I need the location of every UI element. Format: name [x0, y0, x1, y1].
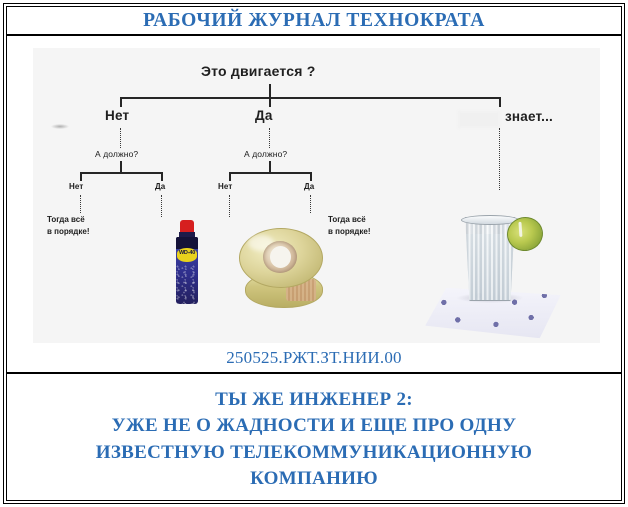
wd40-logo-text: WD-40: [178, 250, 196, 256]
wd40-logo-oval: WD-40: [177, 248, 197, 262]
left-sub-label-yes: Да: [155, 182, 166, 191]
connector-left-q2-stem: [120, 161, 122, 173]
connector-drop-right: [499, 97, 501, 107]
flowchart-root-question: Это двигается ?: [201, 63, 316, 79]
connector-middle-sub-drop-a: [229, 172, 231, 181]
document-code-band: 250525.РЖТ.ЗТ.НИИ.00: [7, 344, 621, 372]
connector-left-leaf-text: [80, 195, 81, 213]
middle-sub-label-yes: Да: [304, 182, 315, 191]
left-outcome-text: Тогда всё в порядке!: [47, 215, 90, 236]
document-code: 250525.РЖТ.ЗТ.НИИ.00: [226, 348, 402, 367]
left-subquestion: А должно?: [95, 149, 139, 159]
subtitle-line-2: УЖЕ НЕ О ЖАДНОСТИ И ЕЩЕ ПРО ОДНУ: [111, 415, 517, 437]
connector-left-to-q2: [120, 128, 121, 148]
wd40-top-band: [176, 237, 198, 249]
branch-left-label: Нет: [105, 108, 130, 123]
subtitle-line-4: КОМПАНИЮ: [250, 467, 378, 489]
inner-frame-border: [6, 6, 622, 501]
connector-middle-leaf-text: [310, 195, 311, 213]
wd40-shadow: [51, 124, 69, 129]
packing-tape-icon: [239, 228, 329, 310]
middle-outcome-text: Тогда всё в порядке!: [328, 215, 371, 236]
header-band: РАБОЧИЙ ЖУРНАЛ ТЕХНОКРАТА: [7, 7, 621, 34]
left-sub-label-no: Нет: [69, 182, 84, 191]
outer-frame-border: [3, 3, 625, 504]
wd40-cap: [180, 220, 194, 233]
branch-right-label: знает...: [505, 109, 553, 124]
connector-root-stem: [269, 84, 271, 98]
connector-left-sub-drop-a: [80, 172, 82, 181]
vodka-glass-scene: [423, 203, 563, 343]
connector-drop-left: [120, 97, 122, 107]
connector-middle-sub-drop-b: [310, 172, 312, 181]
wd40-neck: [179, 232, 195, 238]
connector-right-to-object: [499, 128, 500, 190]
connector-left-sub-drop-b: [161, 172, 163, 181]
connector-middle-leaf-object: [229, 195, 230, 217]
redacted-word-block: [458, 111, 500, 128]
branch-middle-label: Да: [255, 108, 273, 123]
connector-middle-subbar: [229, 172, 311, 174]
middle-subquestion: А должно?: [244, 149, 288, 159]
subtitle-band: ТЫ ЖЕ ИНЖЕНЕР 2: УЖЕ НЕ О ЖАДНОСТИ И ЕЩЕ…: [7, 374, 621, 501]
wd40-can-icon: WD-40: [174, 220, 200, 304]
subtitle-line-1: ТЫ ЖЕ ИНЖЕНЕР 2:: [215, 389, 413, 411]
wd40-texture: [176, 265, 198, 304]
middle-sub-label-no: Нет: [218, 182, 233, 191]
connector-top-bar: [120, 97, 500, 99]
page-title: РАБОЧИЙ ЖУРНАЛ ТЕХНОКРАТА: [143, 9, 485, 31]
connector-middle-q2-stem: [269, 161, 271, 173]
divider-under-code: [7, 372, 621, 374]
pickle-slit: [518, 221, 523, 237]
wd40-body: WD-40: [176, 237, 198, 304]
connector-left-subbar: [80, 172, 162, 174]
subtitle-line-3: ИЗВЕСТНУЮ ТЕЛЕКОММУНИКАЦИОННУЮ: [95, 441, 533, 463]
connector-left-leaf-object: [161, 195, 162, 217]
connector-middle-to-q2: [269, 128, 270, 148]
flowchart-photo: Это двигается ? Нет Да знает... А должно…: [33, 48, 600, 343]
connector-drop-middle: [269, 97, 271, 107]
tape-roll-hole-inner: [270, 246, 291, 268]
divider-under-header: [7, 34, 621, 36]
